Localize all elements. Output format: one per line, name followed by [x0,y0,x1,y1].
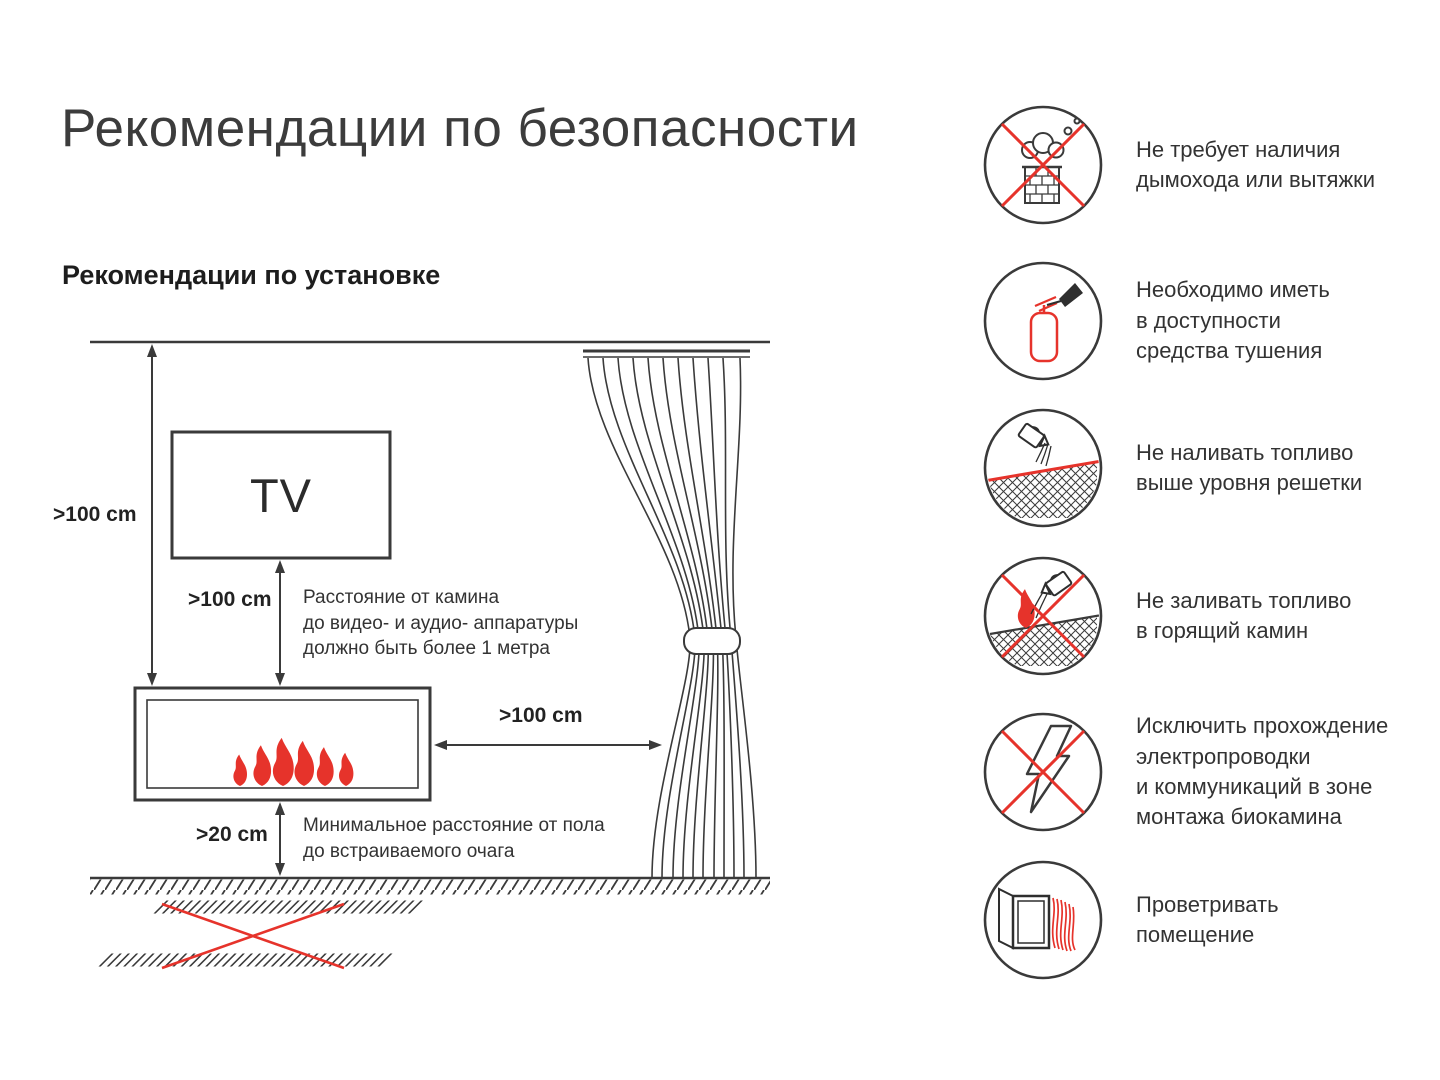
dim-curtain-label: >100 cm [499,704,583,727]
dim-tv-label: >100 cm [188,588,272,611]
fireplace-box [133,686,432,802]
dim-arrow-tv-fireplace [275,560,285,686]
safety-item-no-refuel: Не заливать топливо в горящий камин [981,554,1436,678]
curtain-tie [683,627,741,655]
safety-item-no-chimney: Не требует наличия дымохода или вытяжки [981,103,1436,227]
dim-arrow-ceiling-fireplace [147,344,157,686]
safety-item-text: Исключить прохождение электропроводки и … [1136,713,1389,830]
no-electric-wiring-icon [983,712,1103,832]
installation-diagram [90,340,770,970]
tv-box [170,430,392,560]
safety-item-text: Не заливать топливо в горящий камин [1136,587,1352,643]
safety-item-text: Не наливать топливо выше уровня решетки [1136,439,1363,495]
curtain [583,349,757,879]
no-refuel-burning-icon [983,556,1103,676]
page-title: Рекомендации по безопасности [61,99,859,158]
no-chimney-icon [983,105,1103,225]
safety-item-text: Необходимо иметь в доступности средства … [1136,277,1330,364]
fuel-max-level-icon [983,408,1103,528]
fire-extinguisher-icon [983,261,1103,381]
safety-item-ventilate: Проветривать помещение [981,858,1436,982]
carpet [98,900,425,970]
safety-item-fuel-level: Не наливать топливо выше уровня решетки [981,406,1436,530]
dim-arrow-fireplace-floor [275,802,285,876]
carpet-prohibition-cross [161,902,345,970]
safety-item-extinguisher: Необходимо иметь в доступности средства … [981,259,1436,383]
floor-line [90,876,770,895]
safety-item-text: Проветривать помещение [1136,891,1279,947]
dim-ceiling-label: >100 cm [53,503,137,526]
tv-label: TV [249,468,313,522]
ventilate-room-icon [983,860,1103,980]
note-floor-distance: Минимальное расстояние от пола до встраи… [303,815,605,862]
safety-item-no-wiring: Исключить прохождение электропроводки и … [981,710,1436,834]
dim-floor-label: >20 cm [196,823,268,846]
section-title: Рекомендации по установке [62,260,441,290]
note-tv-distance: Расстояние от камина до видео- и аудио- … [303,587,579,660]
dim-arrow-fireplace-curtain [434,740,662,750]
safety-item-text: Не требует наличия дымохода или вытяжки [1136,136,1376,192]
